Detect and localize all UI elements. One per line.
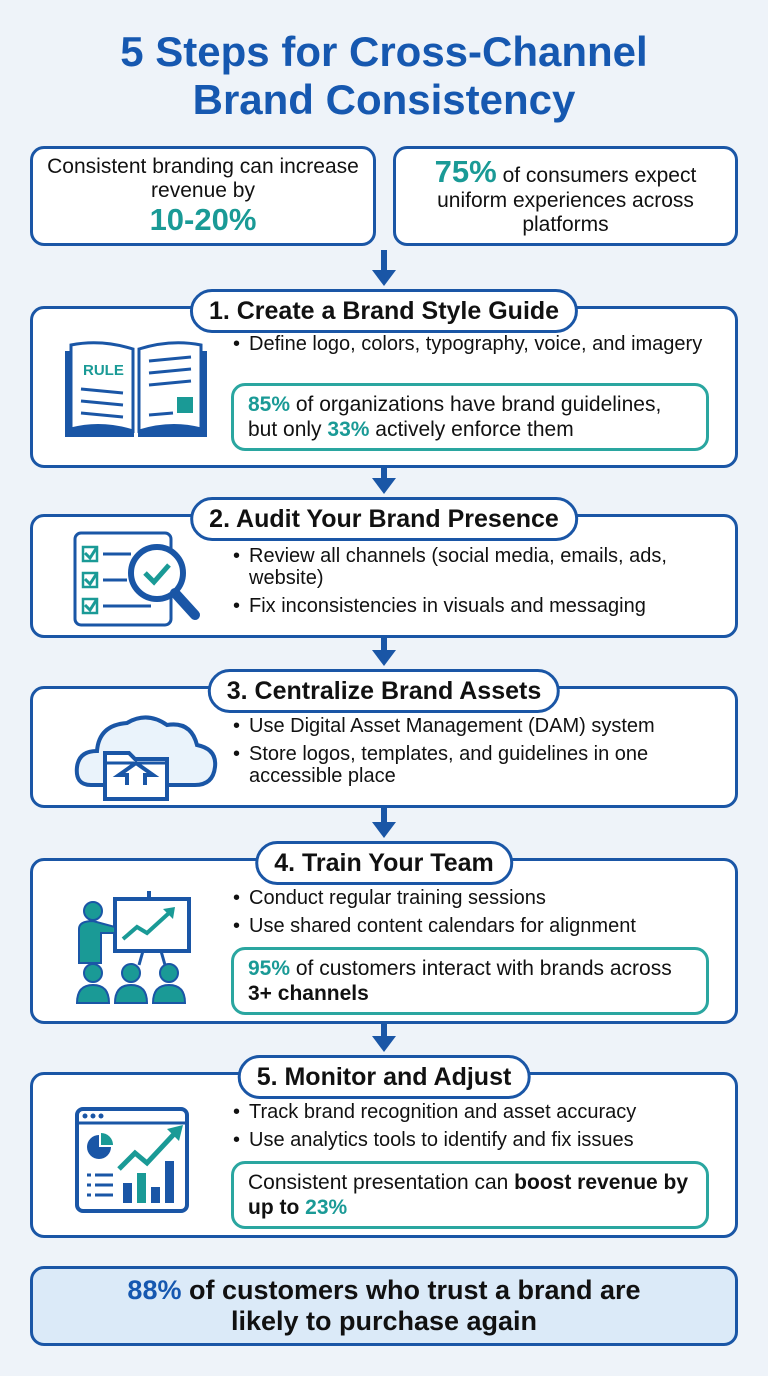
step-4-title: 4. Train Your Team xyxy=(255,841,513,885)
step-4-bullets: Conduct regular training sessions Use sh… xyxy=(233,887,715,943)
footer-stat: 88% of customers who trust a brand are l… xyxy=(30,1266,738,1346)
step-2-title: 2. Audit Your Brand Presence xyxy=(190,497,578,541)
stat-text: Consistent branding can increase revenue… xyxy=(47,155,359,202)
step-4-callout: 95% of customers interact with brands ac… xyxy=(231,947,709,1015)
callout-text: of customers interact with brands across xyxy=(295,957,672,980)
step-1-card: 1. Create a Brand Style Guide RULE Defin… xyxy=(30,289,738,468)
arrow-down-icon xyxy=(372,250,396,286)
bullet-item: Fix inconsistencies in visuals and messa… xyxy=(233,595,715,617)
stat-value: 10-20% xyxy=(149,202,257,237)
step-2-bullets: Review all channels (social media, email… xyxy=(233,545,715,623)
arrow-down-icon xyxy=(372,638,396,666)
presentation-training-icon xyxy=(75,891,191,1004)
analytics-dashboard-icon xyxy=(75,1107,189,1213)
checklist-magnifier-icon xyxy=(73,531,200,627)
callout-text: Consistent presentation can xyxy=(248,1171,509,1194)
title-line-2: Brand Consistency xyxy=(192,76,576,123)
cloud-folder-upload-icon xyxy=(74,715,218,801)
step-3-card: 3. Centralize Brand Assets Use Digital A… xyxy=(30,669,738,808)
bullet-item: Use Digital Asset Management (DAM) syste… xyxy=(233,715,715,737)
step-2-card: 2. Audit Your Brand Presence Review all … xyxy=(30,497,738,638)
callout-pct: 85% xyxy=(248,393,291,416)
stat-value: 75% xyxy=(434,154,497,189)
callout-text: actively enforce them xyxy=(375,418,574,441)
step-5-bullets: Track brand recognition and asset accura… xyxy=(233,1101,715,1157)
step-3-bullets: Use Digital Asset Management (DAM) syste… xyxy=(233,715,715,793)
step-5-title: 5. Monitor and Adjust xyxy=(237,1055,531,1099)
bullet-item: Define logo, colors, typography, voice, … xyxy=(233,333,715,355)
stat-box-consumers: 75% of consumers expect uniform experien… xyxy=(393,146,738,246)
bullet-item: Store logos, templates, and guidelines i… xyxy=(233,743,715,787)
book-icon: RULE xyxy=(65,341,207,437)
footer-pct: 88% xyxy=(127,1275,182,1305)
step-5-callout: Consistent presentation can boost revenu… xyxy=(231,1161,709,1229)
arrow-down-icon xyxy=(372,466,396,494)
bullet-item: Use analytics tools to identify and fix … xyxy=(233,1129,715,1151)
callout-bold: 3+ channels xyxy=(248,982,369,1005)
bullet-item: Conduct regular training sessions xyxy=(233,887,715,909)
callout-text: of organizations have brand guidelines, … xyxy=(248,393,662,441)
arrow-down-icon xyxy=(372,808,396,838)
step-1-callout: 85% of organizations have brand guidelin… xyxy=(231,383,709,451)
page-title: 5 Steps for Cross-Channel Brand Consiste… xyxy=(0,28,768,124)
title-line-1: 5 Steps for Cross-Channel xyxy=(120,28,648,75)
footer-sentence: 88% of customers who trust a brand are l… xyxy=(93,1275,675,1337)
step-3-title: 3. Centralize Brand Assets xyxy=(207,669,561,713)
stat-sentence: 75% of consumers expect uniform experien… xyxy=(408,155,723,237)
callout-pct: 95% xyxy=(248,957,291,980)
stat-text: of consumers expect uniform experiences … xyxy=(437,164,697,236)
step-1-title: 1. Create a Brand Style Guide xyxy=(189,289,579,333)
bullet-item: Track brand recognition and asset accura… xyxy=(233,1101,715,1123)
callout-pct: 33% xyxy=(327,418,370,441)
bullet-item: Review all channels (social media, email… xyxy=(233,545,715,589)
arrow-down-icon xyxy=(372,1024,396,1052)
bullet-item: Use shared content calendars for alignme… xyxy=(233,915,715,937)
book-rule-label: RULE xyxy=(83,362,124,379)
footer-text: of customers who trust a brand are likel… xyxy=(188,1275,641,1336)
step-1-bullets: Define logo, colors, typography, voice, … xyxy=(233,333,715,361)
step-4-card: 4. Train Your Team Conduct regular train… xyxy=(30,841,738,1024)
callout-bold: boost revenue by up to xyxy=(248,1171,689,1219)
callout-pct: 23% xyxy=(305,1196,348,1219)
stat-box-revenue: Consistent branding can increase revenue… xyxy=(30,146,376,246)
step-5-card: 5. Monitor and Adjust Track brand recogn… xyxy=(30,1055,738,1238)
